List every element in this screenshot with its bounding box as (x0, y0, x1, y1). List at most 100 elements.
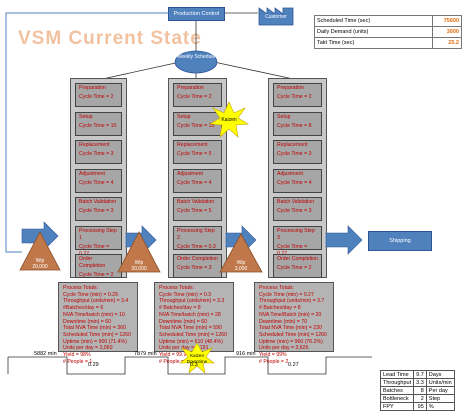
summary-unit: Step (425, 394, 455, 403)
totals-line: # People = 1 (63, 358, 93, 365)
totals-line: Downtime (min) = 70 (259, 318, 307, 325)
totals-line: Units per day = 3,060 (63, 345, 113, 352)
totals-line: Units per day = 2,191 (159, 345, 209, 352)
totals-line: Downtime (min) = 60 (63, 318, 111, 325)
summary-unit: Units/min (425, 378, 455, 387)
totals-line: Process Totals: (259, 285, 295, 291)
totals-line: Process Totals: (63, 285, 99, 291)
totals-line: NVA Time/Batch (min) = 20 (259, 311, 322, 318)
summary-value: 2 (413, 394, 427, 403)
totals-line: NVA Time/batch (min) = 28 (159, 311, 221, 318)
totals-line: Cycle Time (min) = 0.3 (159, 291, 212, 298)
customer-factory-icon (258, 7, 294, 26)
totals-line: # People = 2 (259, 358, 289, 365)
summary-label: Throughput (379, 378, 415, 387)
totals-line: # People = 1 (159, 358, 189, 365)
info-value: 25.2 (432, 37, 462, 49)
weekly-schedule-ellipse (174, 50, 218, 74)
wip-triangle-icon (19, 231, 61, 271)
summary-value: 3.3 (413, 378, 427, 387)
customer-label: Customer (265, 14, 287, 20)
shipping-box: Shipping (368, 231, 432, 251)
totals-line: Cycle Time (min) = 0.29 (63, 291, 118, 298)
info-label: Takt Time (sec) (314, 37, 433, 49)
summary-unit: % (425, 402, 455, 411)
summary-label: FPY (379, 402, 415, 411)
cycle-time-label: 0.27 (288, 362, 299, 368)
summary-value: 95 (413, 402, 427, 411)
totals-line: Uptime (min) = 960 (76.2%) (259, 338, 323, 345)
totals-line: #Batches/day = 6 (63, 305, 104, 312)
cycle-time-label: 0.29 (88, 362, 99, 368)
summary-value: 9.7 (413, 370, 427, 379)
summary-value: 8 (413, 386, 427, 395)
summary-label: Batches (379, 386, 415, 395)
kaizen-burst-icon (209, 101, 249, 138)
totals-line: Total NVA Time (min) = 230 (259, 325, 322, 332)
wait-time-label: 916 min (236, 351, 256, 357)
wip-triangle-icon (117, 231, 161, 273)
totals-line: Process Totals: (159, 285, 195, 291)
totals-line: # Batches/day = 8 (259, 305, 301, 312)
totals-line: Yield = 99% (259, 352, 287, 359)
totals-line: NVA Time/batch (min) = 10 (63, 311, 125, 318)
totals-line: Downtime (min) = 60 (159, 318, 207, 325)
takt-info-table: Scheduled Time (sec)75600 Daily Demand (… (314, 15, 462, 49)
summary-label: Lead Time (379, 370, 415, 379)
summary-unit: Per day (425, 386, 455, 395)
table-row: Takt Time (sec)25.2 (314, 37, 462, 49)
totals-line: Throughput (units/min) = 3.4 (63, 298, 129, 305)
totals-line: Total NVA Time (min) = 590 (159, 325, 222, 332)
totals-line: Scheduled Time (min) = 1260 (259, 331, 327, 338)
wait-time-label: 7879 min (134, 351, 157, 357)
totals-line: # Batches/day = 8 (159, 305, 201, 312)
production-control-box: Production Control (168, 7, 225, 21)
totals-line: Throughput (units/min) = 3.3 (159, 298, 225, 305)
totals-line: Throughput (units/min) = 3.7 (259, 298, 325, 305)
wip-triangle-icon (219, 233, 263, 273)
kaizen-downtime-label: Kaizen Downtime (186, 353, 208, 364)
totals-line: Yield = 98% (63, 352, 91, 359)
page-title: VSM Current State (18, 28, 202, 49)
kaizen-burst-icon (179, 342, 215, 374)
weekly-schedule-label: Weekly Schedule (176, 54, 216, 60)
wait-time-label: 5882 min (34, 351, 57, 357)
table-row: Daily Demand (units)3000 (314, 26, 462, 38)
totals-line: Uptime (min) = 610 (48.4%) (159, 338, 223, 345)
push-arrow-icon (325, 225, 363, 255)
totals-line: Units per day = 3,626 (259, 345, 309, 352)
totals-line: Uptime (min) = 900 (71.4%) (63, 338, 127, 345)
